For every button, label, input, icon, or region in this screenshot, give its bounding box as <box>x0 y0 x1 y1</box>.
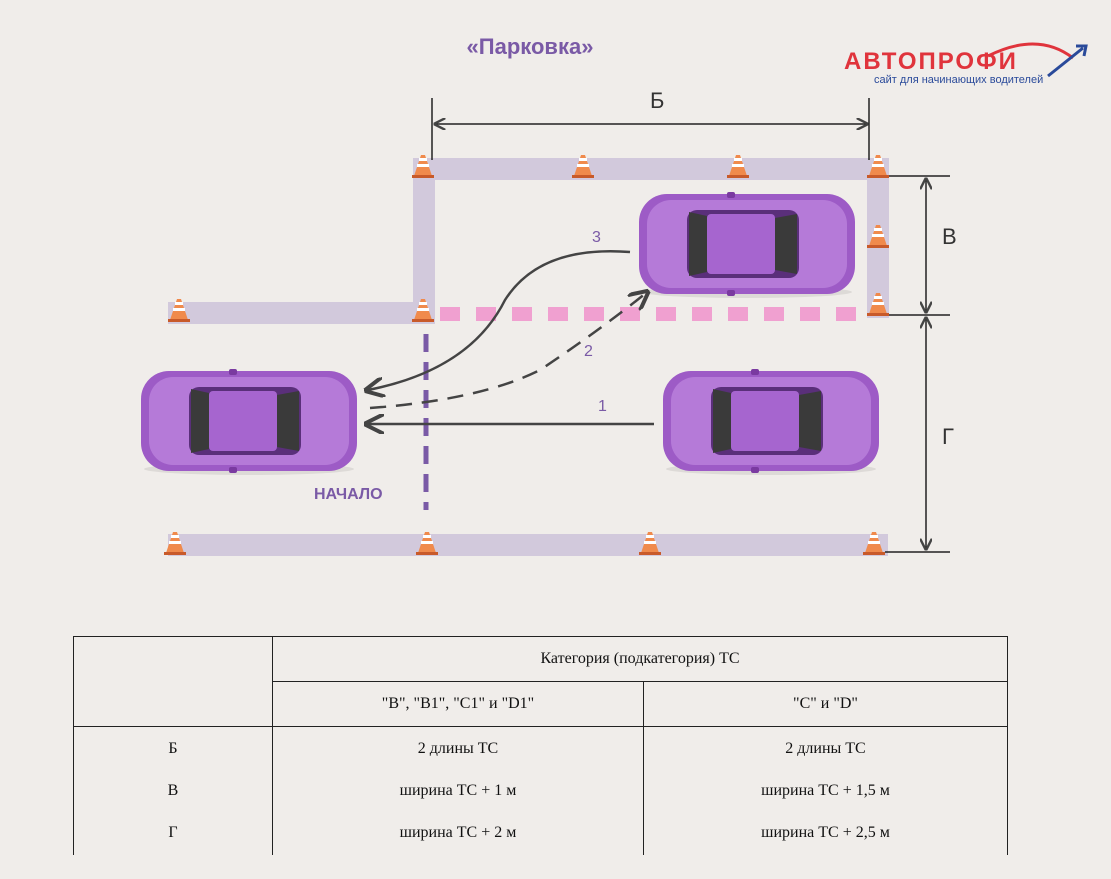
table-col1-values: 2 длины ТС ширина ТС + 1 м ширина ТС + 2… <box>272 726 644 855</box>
table-cell: ширина ТС + 2 м <box>399 824 517 841</box>
table-cell: 2 длины ТС <box>785 740 866 757</box>
exit-car <box>663 369 879 475</box>
parked-car <box>639 192 855 298</box>
table-corner-cell <box>73 636 273 727</box>
table-col2-values: 2 длины ТС ширина ТС + 1,5 м ширина ТС +… <box>643 726 1008 855</box>
path-1-label: 1 <box>598 398 607 415</box>
dimension-b-label: Б <box>650 88 665 113</box>
dimension-lines <box>431 98 950 553</box>
parking-diagram <box>141 98 950 556</box>
table-col2-header: "C" и "D" <box>643 681 1008 727</box>
dimension-v-label: В <box>942 224 957 249</box>
logo-swoosh-icon <box>987 42 1088 78</box>
table-row-labels: Б В Г <box>73 726 273 855</box>
start-label: НАЧАЛО <box>314 486 383 503</box>
path-3-label: 3 <box>592 229 601 246</box>
table-cell: ширина ТС + 1,5 м <box>761 782 890 799</box>
table-cell: ширина ТС + 1 м <box>399 782 517 799</box>
row-label: Г <box>168 824 178 841</box>
dimension-g-label: Г <box>942 424 954 449</box>
path-2-label: 2 <box>584 343 593 360</box>
table-cell: ширина ТС + 2,5 м <box>761 824 890 841</box>
start-car <box>141 369 357 475</box>
dimensions-table: Категория (подкатегория) ТС "B", "B1", "… <box>73 636 1008 855</box>
autoprofi-logo: АВТОПРОФИ сайт для начинающих водителей <box>838 36 1088 88</box>
logo-name: АВТОПРОФИ <box>844 48 1018 75</box>
table-cell: 2 длины ТС <box>417 740 499 757</box>
logo-tagline: сайт для начинающих водителей <box>874 74 1044 86</box>
table-col1-header: "B", "B1", "C1" и "D1" <box>272 681 644 727</box>
row-label: В <box>167 782 179 799</box>
table-header: Категория (подкатегория) ТС <box>272 636 1008 682</box>
page-title: «Парковка» <box>466 34 594 59</box>
row-label: Б <box>168 740 178 757</box>
maneuver-paths <box>368 250 654 424</box>
